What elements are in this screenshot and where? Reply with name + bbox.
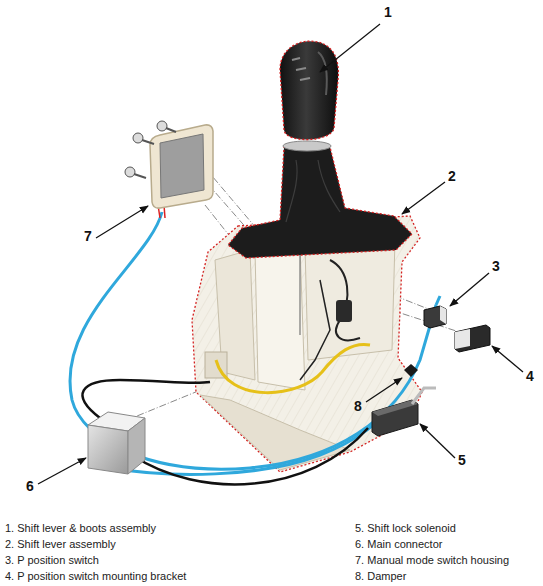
- callout-number: 8: [354, 398, 362, 414]
- shift-knob: [280, 41, 338, 139]
- p-position-switch: [424, 306, 446, 328]
- shift-knob: [292, 58, 310, 80]
- shift-lock-solenoid: [372, 400, 418, 436]
- shift-lever-assembly: [200, 395, 350, 470]
- p-position-switch: [424, 306, 446, 328]
- callout-number: 7: [84, 228, 92, 244]
- callout-number: 4: [526, 368, 534, 384]
- p-position-switch-bracket: [455, 325, 490, 352]
- shift-knob: [318, 52, 327, 95]
- part-key: 7. Manual mode switch housing: [355, 553, 509, 567]
- shift-lever-assembly: [299, 245, 300, 335]
- screw: [125, 167, 135, 177]
- shift-lock-solenoid: [372, 388, 436, 436]
- manual-mode-switch-housing: [150, 125, 213, 208]
- leader-arrow: [402, 182, 445, 214]
- shift-knob: [283, 141, 331, 151]
- damper: [404, 364, 418, 377]
- shift-lever-assembly: [336, 300, 352, 322]
- callout-number: 3: [492, 258, 500, 274]
- screw: [142, 140, 154, 144]
- screw: [157, 121, 167, 131]
- leader-arrow: [492, 346, 523, 372]
- leader-arrow: [38, 458, 86, 484]
- shift-boot: [286, 160, 340, 222]
- shift-knob: [280, 41, 338, 151]
- part-key: 6. Main connector: [355, 537, 442, 551]
- callout-number: 2: [448, 168, 456, 184]
- callout-number: 1: [384, 4, 392, 20]
- leader-arrow: [38, 24, 523, 484]
- main-connector: [88, 412, 145, 474]
- main-connector: [88, 425, 128, 474]
- wire-harness: [83, 380, 210, 418]
- shift-lock-solenoid: [372, 400, 418, 416]
- shift-lever-assembly: [330, 260, 360, 340]
- part-key: 2. Shift lever assembly: [5, 537, 116, 551]
- shift-lock-solenoid: [412, 388, 436, 404]
- screw: [125, 121, 176, 178]
- part-key: 5. Shift lock solenoid: [355, 521, 456, 535]
- p-position-switch-bracket: [455, 329, 470, 349]
- callout-number: 6: [26, 478, 34, 494]
- part-key: 4. P position switch mounting bracket: [5, 569, 186, 583]
- wire-harness: [110, 408, 392, 474]
- damper: [404, 364, 418, 377]
- callout-number: 5: [458, 452, 466, 468]
- part-key: 1. Shift lever & boots assembly: [5, 521, 156, 535]
- wire-harness: [70, 205, 440, 484]
- leader-arrow: [320, 24, 380, 72]
- screw: [133, 133, 143, 143]
- p-position-switch-bracket: [455, 325, 490, 352]
- shift-boot: [228, 147, 412, 258]
- shift-lever-assembly: [216, 344, 370, 392]
- leader-arrow: [420, 424, 455, 458]
- part-key: 3. P position switch: [5, 553, 99, 567]
- shift-lever-assembly: [255, 246, 305, 390]
- leader-arrow: [450, 273, 489, 306]
- wire-harness: [436, 296, 440, 305]
- p-position-switch: [440, 306, 446, 324]
- shift-lever-assembly: [305, 240, 395, 360]
- shift-boot: [228, 147, 412, 258]
- screw: [166, 128, 176, 132]
- screw: [134, 174, 146, 178]
- wire-harness: [132, 428, 368, 484]
- part-key: 8. Damper: [355, 569, 406, 583]
- main-connector: [128, 418, 145, 474]
- leader-arrow: [366, 378, 402, 402]
- shift-lever-assembly: [300, 280, 330, 380]
- manual-mode-switch-housing: [150, 125, 213, 208]
- manual-mode-switch-housing: [160, 134, 204, 198]
- leader-arrow: [96, 206, 148, 238]
